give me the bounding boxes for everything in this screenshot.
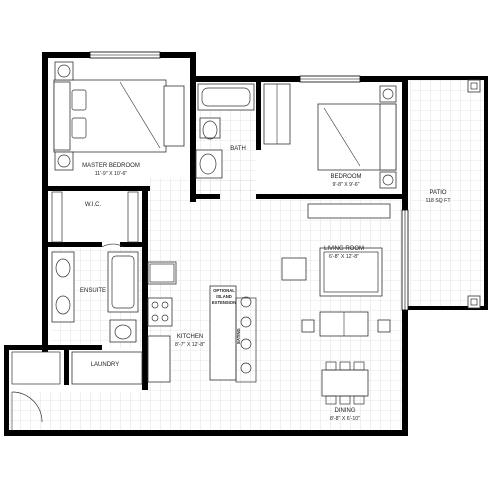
kitchen-dims: 8'-7" X 12'-8" xyxy=(175,342,205,348)
eating-label: EATING xyxy=(236,328,241,344)
patio-posts xyxy=(467,79,481,309)
bedroom-name: BEDROOM xyxy=(330,174,361,180)
ensuite-fixtures xyxy=(51,251,139,343)
laundry-fixtures xyxy=(11,351,143,430)
ensuite-name: ENSUITE xyxy=(80,288,106,294)
optional-island-line1: OPTIONAL xyxy=(213,288,235,293)
dining-set xyxy=(321,361,369,405)
dining-name: DINING xyxy=(335,408,356,414)
master-bedroom-dims: 11'-9" X 10'-6" xyxy=(95,171,128,177)
patio-name: PATIO xyxy=(429,190,446,196)
master-bedroom-name: MASTER BEDROOM xyxy=(82,163,140,169)
room-labels: MASTER BEDROOM 11'-9" X 10'-6" BATH BEDR… xyxy=(80,146,451,422)
bath-name: BATH xyxy=(230,146,246,152)
kitchen-fixtures xyxy=(147,261,257,383)
wic-name: W.I.C. xyxy=(85,202,102,208)
wic-shelves xyxy=(51,191,139,248)
living-room-name: LIVING ROOM xyxy=(324,246,364,252)
patio-dims: 118 SQ FT xyxy=(426,198,452,204)
dining-dims: 8'-8" X 6'-10" xyxy=(330,416,360,422)
bedroom-bed xyxy=(263,83,397,189)
optional-island-line3: EXTENSION xyxy=(212,300,236,305)
living-room-dims: 6'-8" X 12'-8" xyxy=(329,254,359,260)
master-bed xyxy=(53,61,185,171)
bedroom-dims: 9'-8" X 9'-6" xyxy=(332,182,359,188)
windows xyxy=(89,51,409,311)
optional-island-line2: ISLAND xyxy=(216,294,232,299)
bath-fixtures xyxy=(195,83,255,179)
laundry-name: LAUNDRY xyxy=(91,362,120,368)
living-furniture xyxy=(281,203,391,337)
kitchen-name: KITCHEN xyxy=(177,334,203,340)
